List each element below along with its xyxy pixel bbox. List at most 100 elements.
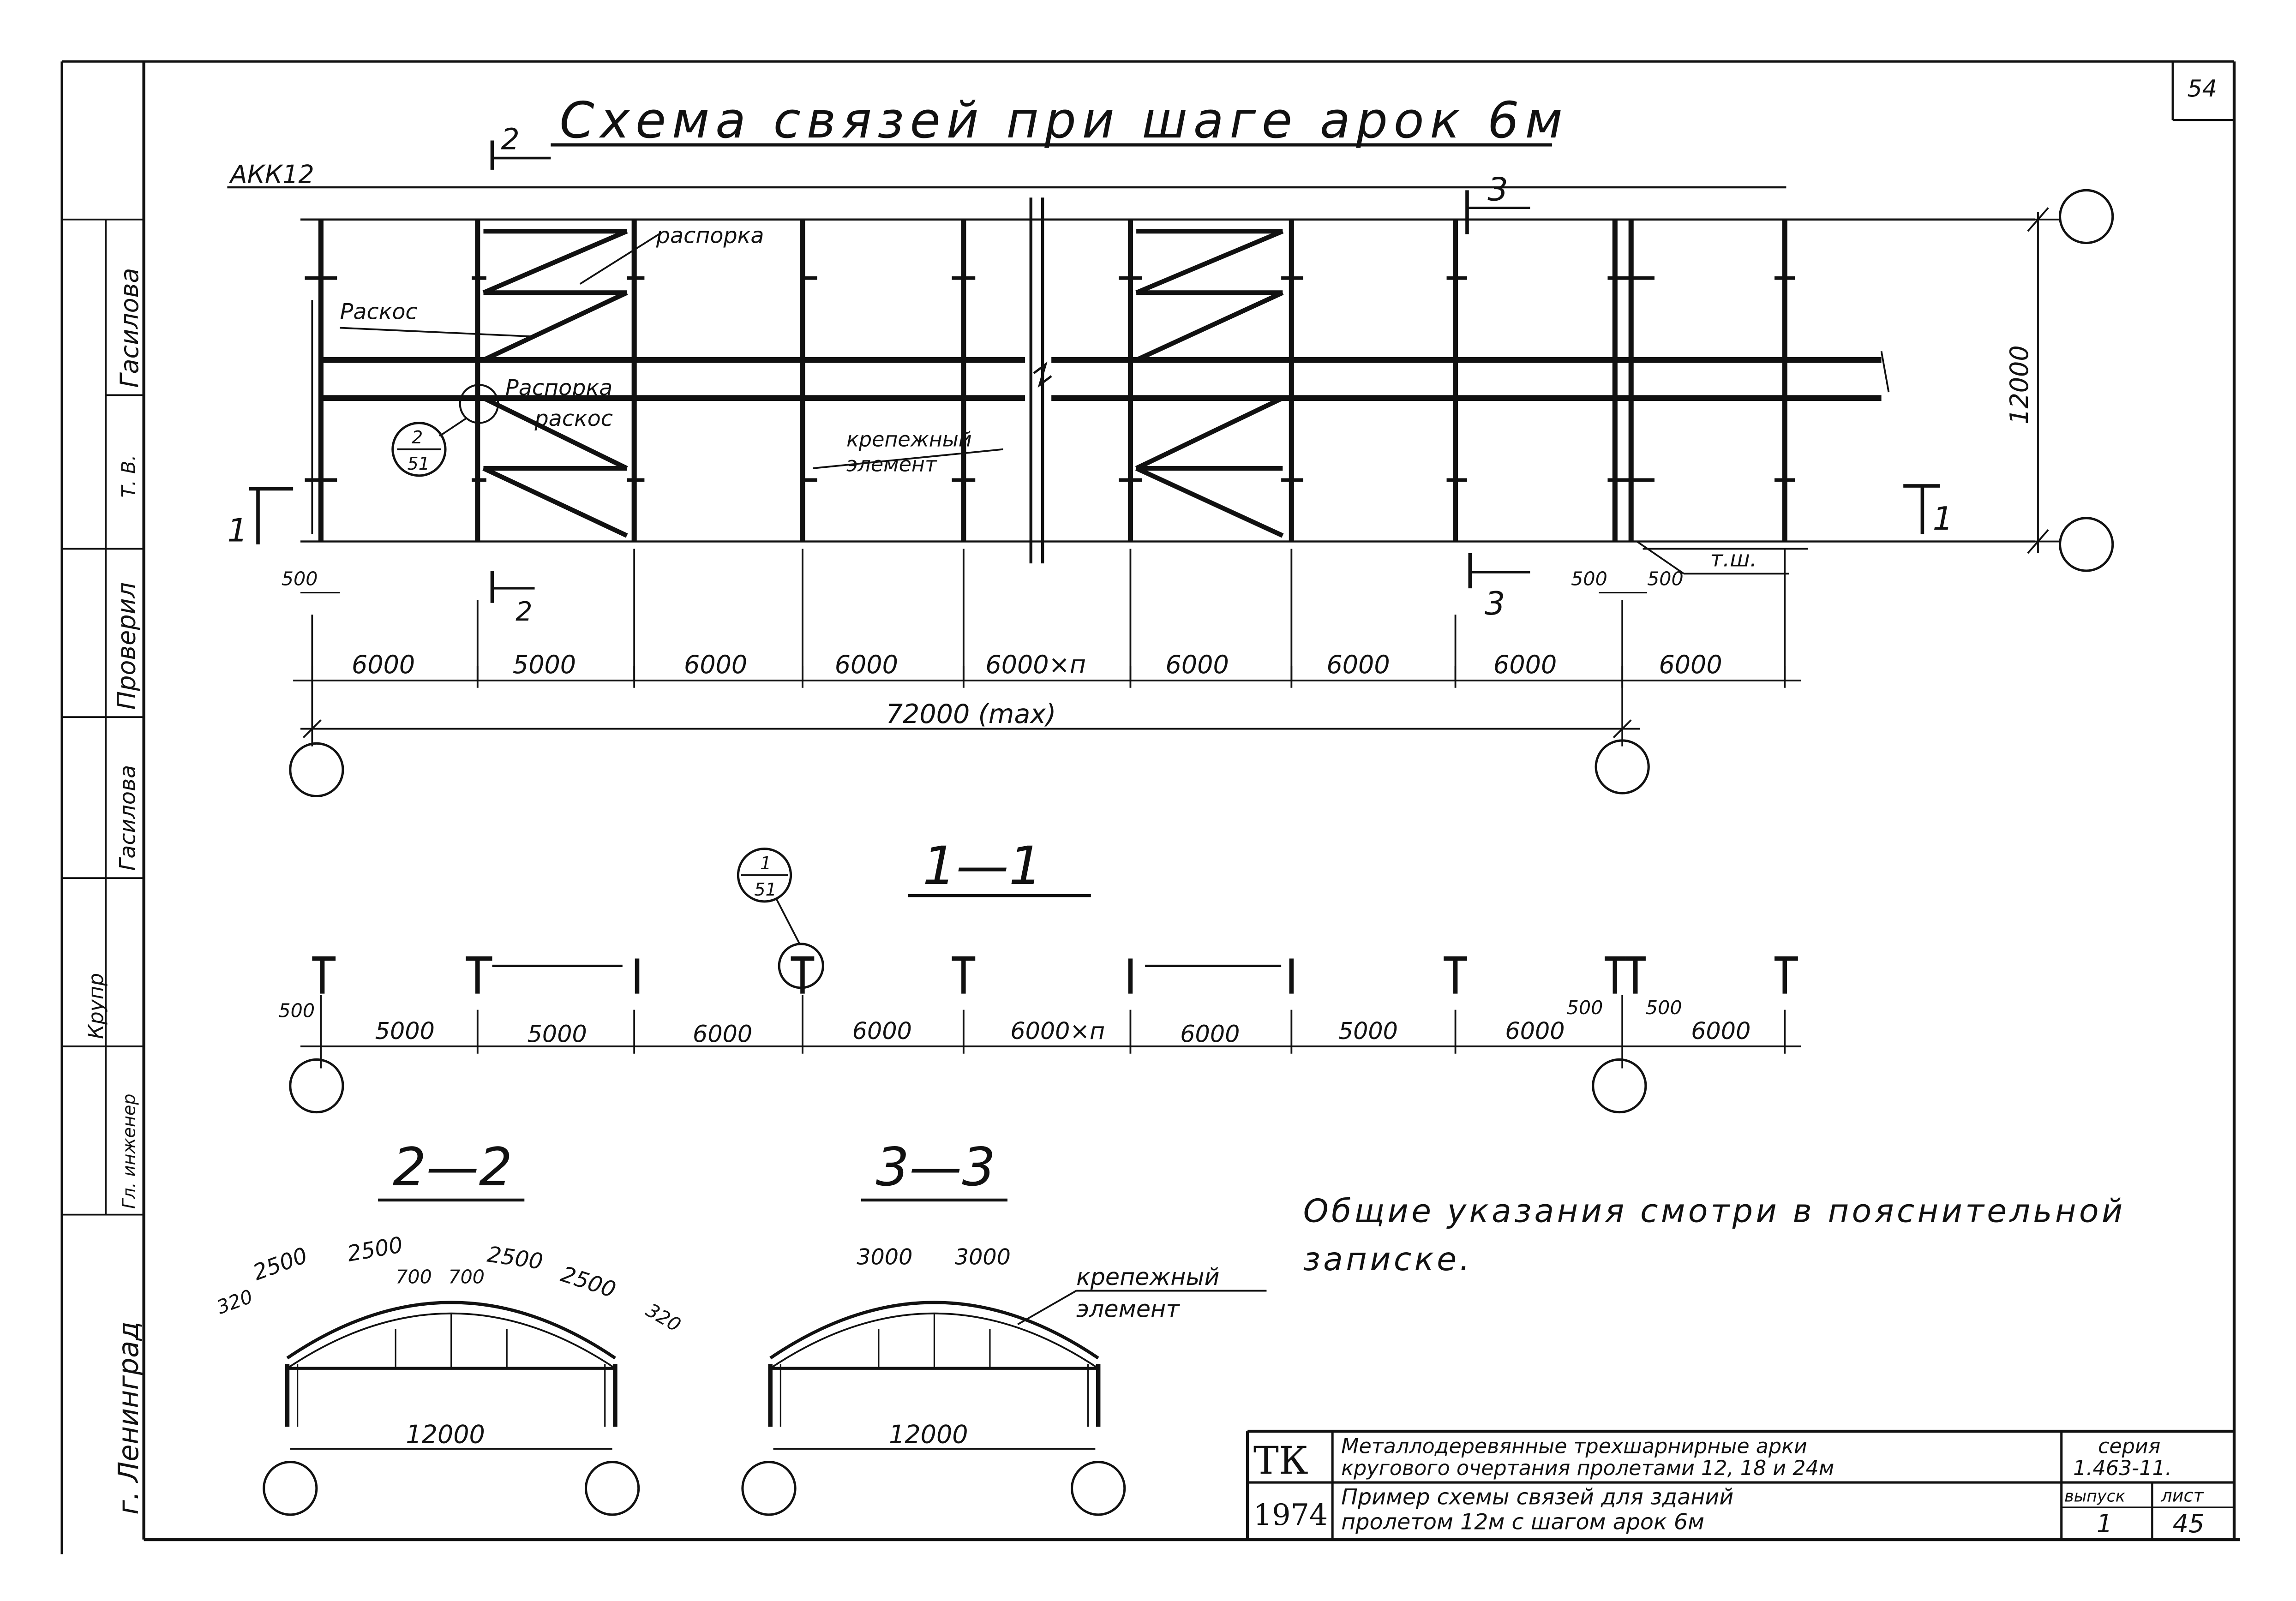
stamp-row-6: Гасилова bbox=[115, 268, 144, 388]
s11-dim-1: 5000 bbox=[375, 1017, 435, 1045]
side-stamp: г. Ленинград Гл. инженер Крупр Гасилова … bbox=[61, 218, 145, 1515]
stamp-row-3: Гасилова bbox=[115, 765, 141, 871]
svg-text:3: 3 bbox=[1485, 585, 1505, 622]
dim-row-1: 6000 bbox=[352, 650, 415, 679]
stamp-row-1: Гл. инженер bbox=[119, 1094, 139, 1209]
total-length: 72000 (max) bbox=[886, 699, 1056, 729]
tb-sheet-value: 45 bbox=[2173, 1509, 2205, 1538]
s11-dim-2: 5000 bbox=[528, 1020, 587, 1047]
stamp-row-4: Проверил bbox=[112, 582, 141, 710]
svg-text:3: 3 bbox=[1487, 171, 1508, 209]
svg-text:320: 320 bbox=[214, 1285, 256, 1319]
svg-text:2500: 2500 bbox=[250, 1243, 311, 1286]
bracing-bay-2 bbox=[1135, 229, 1284, 538]
tb-issue-label: выпуск bbox=[2064, 1487, 2125, 1505]
svg-text:2500: 2500 bbox=[486, 1242, 545, 1275]
tb-issue-value: 1 bbox=[2097, 1509, 2112, 1538]
section-mark-2: 2 bbox=[490, 571, 535, 627]
svg-text:700: 700 bbox=[396, 1266, 432, 1288]
s33-span: 12000 bbox=[889, 1420, 968, 1449]
svg-text:2500: 2500 bbox=[558, 1261, 619, 1303]
tb-sheet-label: лист bbox=[2160, 1485, 2204, 1505]
dim-500-a: 500 bbox=[282, 568, 318, 590]
dim-row-5: 6000×п bbox=[985, 650, 1086, 679]
depth-dim: 12000 bbox=[2005, 345, 2034, 424]
axis-bubble-top bbox=[2059, 189, 2114, 245]
svg-text:500: 500 bbox=[1567, 997, 1603, 1019]
dim-row-6: 6000 bbox=[1166, 650, 1229, 679]
section-mark-1-right: 1 bbox=[1903, 484, 1953, 538]
label-raskos-left: Раскос bbox=[340, 299, 418, 324]
svg-text:1: 1 bbox=[1933, 500, 1953, 538]
s11-dim-7: 5000 bbox=[1338, 1017, 1398, 1045]
title-block: ТК 1974 Металлодеревянные трехшарнирные … bbox=[1246, 1429, 2235, 1540]
svg-text:2: 2 bbox=[516, 597, 532, 627]
label-raspork-top: распорка bbox=[656, 223, 764, 249]
node-callout-2-51: 2 51 bbox=[391, 384, 499, 477]
section-3-3: 3—3 3000 3000 крепежный элемент 12000 bbox=[741, 1136, 1267, 1516]
svg-text:крепежный: крепежный bbox=[1076, 1263, 1219, 1290]
axis-bubble-bottom bbox=[2059, 517, 2114, 572]
s11-dim-6: 6000 bbox=[1180, 1020, 1240, 1047]
node-ref-top: 2 bbox=[412, 427, 423, 448]
dim-row-8: 6000 bbox=[1493, 650, 1557, 679]
svg-text:500: 500 bbox=[1646, 997, 1682, 1019]
label-raspork-mid: Распорка bbox=[505, 375, 612, 400]
svg-text:3000: 3000 bbox=[857, 1244, 912, 1270]
dim-row-7: 6000 bbox=[1326, 650, 1390, 679]
section-mark-3: 3 3 bbox=[1465, 171, 1530, 622]
general-note-line2: записке. bbox=[1303, 1241, 1473, 1278]
section-mark-1-left: 1 bbox=[227, 487, 294, 550]
dim-row-4: 6000 bbox=[835, 650, 898, 679]
stamp-row-5: Т. В. bbox=[118, 455, 140, 498]
section-2-2: 2—2 320 2500 2500 700 700 2500 2500 320 … bbox=[214, 1136, 685, 1516]
tb-year: 1974 bbox=[1253, 1498, 1328, 1532]
svg-text:элемент: элемент bbox=[1076, 1296, 1180, 1323]
svg-text:51: 51 bbox=[754, 879, 776, 900]
label-krep-2: элемент bbox=[846, 453, 937, 476]
plan-view: АКК12 bbox=[227, 160, 2114, 798]
dim-500-c: 500 bbox=[1647, 568, 1684, 590]
tb-desc-2: кругового очертания пролетами 12, 18 и 2… bbox=[1341, 1457, 1834, 1480]
tb-sheet-2: пролетом 12м с шагом арок 6м bbox=[1341, 1510, 1704, 1535]
tb-sheet-1: Пример схемы связей для зданий bbox=[1341, 1485, 1733, 1510]
arch-mark: АКК12 bbox=[229, 160, 314, 189]
svg-text:320: 320 bbox=[642, 1299, 684, 1336]
s11-dim-4: 6000 bbox=[852, 1017, 912, 1045]
svg-text:2500: 2500 bbox=[345, 1232, 405, 1267]
label-tsh: т.ш. bbox=[1710, 547, 1756, 572]
section-22-heading: 2—2 bbox=[393, 1136, 512, 1198]
section-11-heading: 1—1 bbox=[923, 835, 1042, 896]
svg-text:1: 1 bbox=[227, 512, 247, 550]
node-ref-bottom: 51 bbox=[408, 454, 430, 474]
dim-row-3: 6000 bbox=[684, 650, 747, 679]
s22-span: 12000 bbox=[406, 1420, 485, 1449]
stamp-row-2: Крупр bbox=[84, 973, 108, 1039]
drawing-title: 2 Схема связей при шаге арок 6м bbox=[490, 92, 1563, 170]
s11-dim-5: 6000×п bbox=[1010, 1017, 1105, 1045]
title-mark: 2 bbox=[501, 122, 520, 156]
dim-500-b: 500 bbox=[1571, 568, 1607, 590]
s11-dim-3: 6000 bbox=[693, 1020, 752, 1047]
tb-desc-1: Металлодеревянные трехшарнирные арки bbox=[1341, 1435, 1807, 1458]
general-note-line1: Общие указания смотри в пояснительной bbox=[1303, 1192, 2126, 1230]
axis-bubble-left bbox=[289, 742, 344, 798]
s11-dim-8: 6000 bbox=[1505, 1017, 1565, 1045]
sheet-frame: 54 bbox=[60, 60, 2240, 1554]
tb-org: ТК bbox=[1253, 1439, 1308, 1483]
svg-text:700: 700 bbox=[448, 1266, 485, 1288]
s11-dim-9: 6000 bbox=[1691, 1017, 1750, 1045]
profile-symbols bbox=[312, 956, 1798, 994]
tb-series-value: 1.463-11. bbox=[2073, 1457, 2172, 1480]
page-number: 54 bbox=[2188, 75, 2218, 102]
label-krep-1: крепежный bbox=[846, 428, 972, 451]
section-1-1: 1—1 1 51 bbox=[278, 835, 1801, 1114]
dim-row-9: 6000 bbox=[1659, 650, 1722, 679]
svg-text:500: 500 bbox=[278, 999, 315, 1022]
svg-text:1: 1 bbox=[760, 853, 771, 873]
stamp-org: г. Ленинград bbox=[113, 1321, 145, 1515]
axis-bubble-right bbox=[1595, 739, 1650, 795]
tb-series-label: серия bbox=[2098, 1435, 2160, 1458]
svg-text:3000: 3000 bbox=[955, 1244, 1011, 1270]
